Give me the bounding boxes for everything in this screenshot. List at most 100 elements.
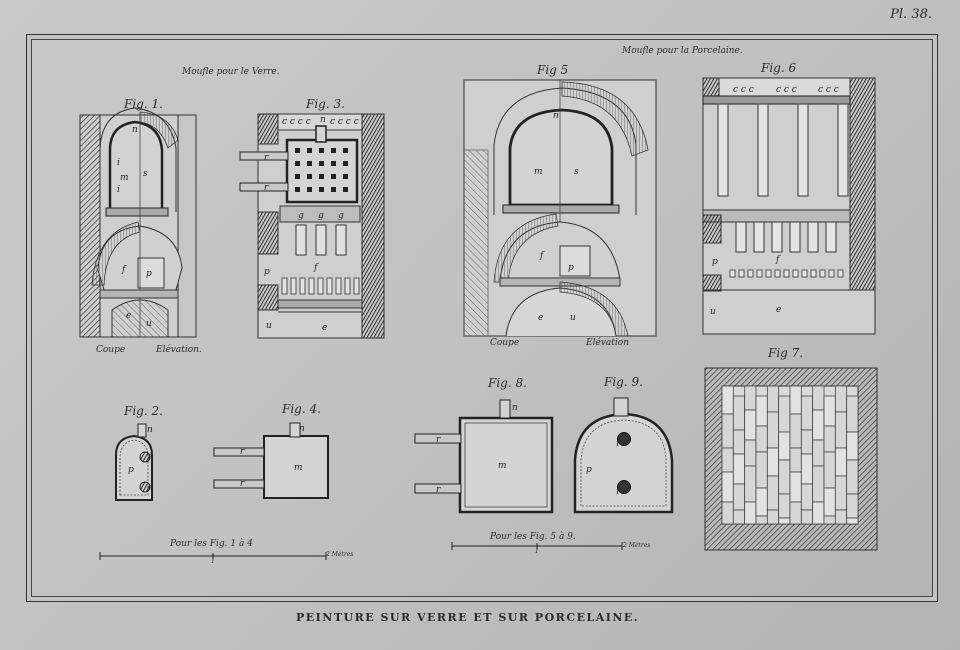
fig7-tile (823, 451, 836, 489)
fig3-grid-dot (331, 161, 336, 166)
fig7-tile (732, 453, 746, 485)
fig7-tile (778, 431, 791, 461)
plate-number: Pl. 38. (890, 7, 932, 22)
fig7-tile (789, 385, 802, 415)
fig7-tile (834, 509, 848, 525)
scale-right-end: 2 Mètres (623, 542, 651, 549)
fig6-column (797, 103, 809, 197)
fig7-tile (721, 471, 734, 503)
scale-right-mid: 1 (535, 548, 539, 555)
drawing-letters: s m i i n f p e u c c c c c c c c n r r … (117, 85, 839, 497)
fig3-grid-dot (295, 187, 300, 192)
svg-text:f: f (313, 263, 319, 273)
caption-porcelain-muffle: Moufle pour la Porcelaine. (622, 46, 743, 56)
scale-left-label: Pour les Fig. 1 à 4 (170, 539, 253, 549)
svg-text:f: f (539, 251, 545, 261)
fig7-tile (800, 483, 814, 511)
fig7-tile (846, 459, 859, 495)
scale-right-label: Pour les Fig. 5 à 9. (490, 532, 576, 542)
fig3-grid-dot (295, 174, 300, 179)
fig3-grid-dot (331, 174, 336, 179)
fig7-tile (778, 493, 791, 519)
fig7-tile (778, 517, 791, 525)
fig7-tile (766, 447, 780, 477)
fig6-brick (765, 269, 772, 278)
fig3-grid-dot (343, 161, 348, 166)
fig7-tile (744, 465, 757, 503)
svg-text:c c c: c c c (818, 85, 839, 95)
svg-text:f: f (121, 265, 127, 275)
fig6-brick (756, 269, 763, 278)
svg-text:p: p (586, 465, 592, 475)
fig3-label: Fig. 3. (306, 97, 345, 111)
fig3-grid-dot (319, 174, 324, 179)
fig7-tile (744, 439, 757, 467)
svg-text:r: r (264, 153, 269, 163)
svg-text:m: m (294, 463, 303, 473)
fig6-brick (774, 269, 781, 278)
fig5-drawing (463, 79, 657, 337)
fig9-drawing (573, 397, 674, 514)
svg-text:r: r (148, 483, 153, 493)
fig7-tile (789, 471, 802, 503)
caption-elevation-left: Elévation. (156, 345, 202, 355)
svg-text:r: r (148, 452, 153, 462)
fig7-tile (721, 447, 734, 473)
svg-text:n: n (512, 403, 518, 413)
svg-text:r: r (240, 479, 245, 489)
fig3-grid-dot (295, 148, 300, 153)
svg-text:c c c c: c c c c (330, 117, 359, 127)
svg-text:g: g (318, 211, 324, 221)
fig2-label: Fig. 2. (124, 404, 163, 418)
svg-text:e: e (776, 305, 781, 315)
fig7-tile (846, 431, 859, 461)
svg-text:r: r (616, 487, 621, 497)
fig7-tile (834, 385, 848, 413)
svg-text:n: n (553, 111, 559, 121)
svg-text:i: i (117, 185, 120, 195)
fig3-grid-dot (319, 187, 324, 192)
svg-text:i: i (117, 158, 120, 168)
fig3-drawing (239, 113, 385, 339)
fig7-tile (755, 395, 768, 427)
fig7-tile (755, 425, 768, 453)
svg-text:c c c: c c c (776, 85, 797, 95)
fig6-pillar (735, 221, 747, 253)
scale-left-mid: 1 (211, 558, 215, 565)
plate-border (26, 34, 938, 602)
fig6-pillar (825, 221, 837, 253)
fig6-brick (747, 269, 754, 278)
svg-text:r: r (436, 435, 441, 445)
fig7-tile (834, 411, 848, 449)
fig3-grate-bar (335, 277, 342, 295)
svg-text:r: r (436, 485, 441, 495)
fig3-grid-dot (319, 148, 324, 153)
svg-text:s: s (143, 169, 148, 179)
fig6-brick (729, 269, 736, 278)
fig7-tile (766, 385, 780, 413)
fig7-tile (778, 459, 791, 495)
fig7-tile (846, 517, 859, 525)
svg-text:u: u (710, 307, 716, 317)
svg-text:m: m (120, 173, 129, 183)
fig7-tile (721, 413, 734, 449)
fig3-grid-dot (331, 187, 336, 192)
fig3-grid-dot (319, 161, 324, 166)
fig7-tile (800, 395, 814, 431)
fig7-tile (823, 487, 836, 517)
fig7-tile (755, 515, 768, 525)
fig7-tile (744, 501, 757, 525)
fig8-label: Fig. 8. (488, 376, 527, 390)
svg-text:p: p (712, 257, 718, 267)
fig3-grate-bar (281, 277, 288, 295)
fig3-grid-dot (343, 174, 348, 179)
fig7-tile (800, 429, 814, 455)
fig6-column (837, 103, 849, 197)
svg-text:m: m (534, 167, 543, 177)
fig3-grid-dot (307, 148, 312, 153)
fig7-tile (812, 465, 825, 503)
fig1-label: Fig. 1. (124, 97, 163, 111)
fig4-label: Fig. 4. (282, 402, 321, 416)
fig7-tile (823, 395, 836, 427)
fig7-tile (744, 409, 757, 441)
